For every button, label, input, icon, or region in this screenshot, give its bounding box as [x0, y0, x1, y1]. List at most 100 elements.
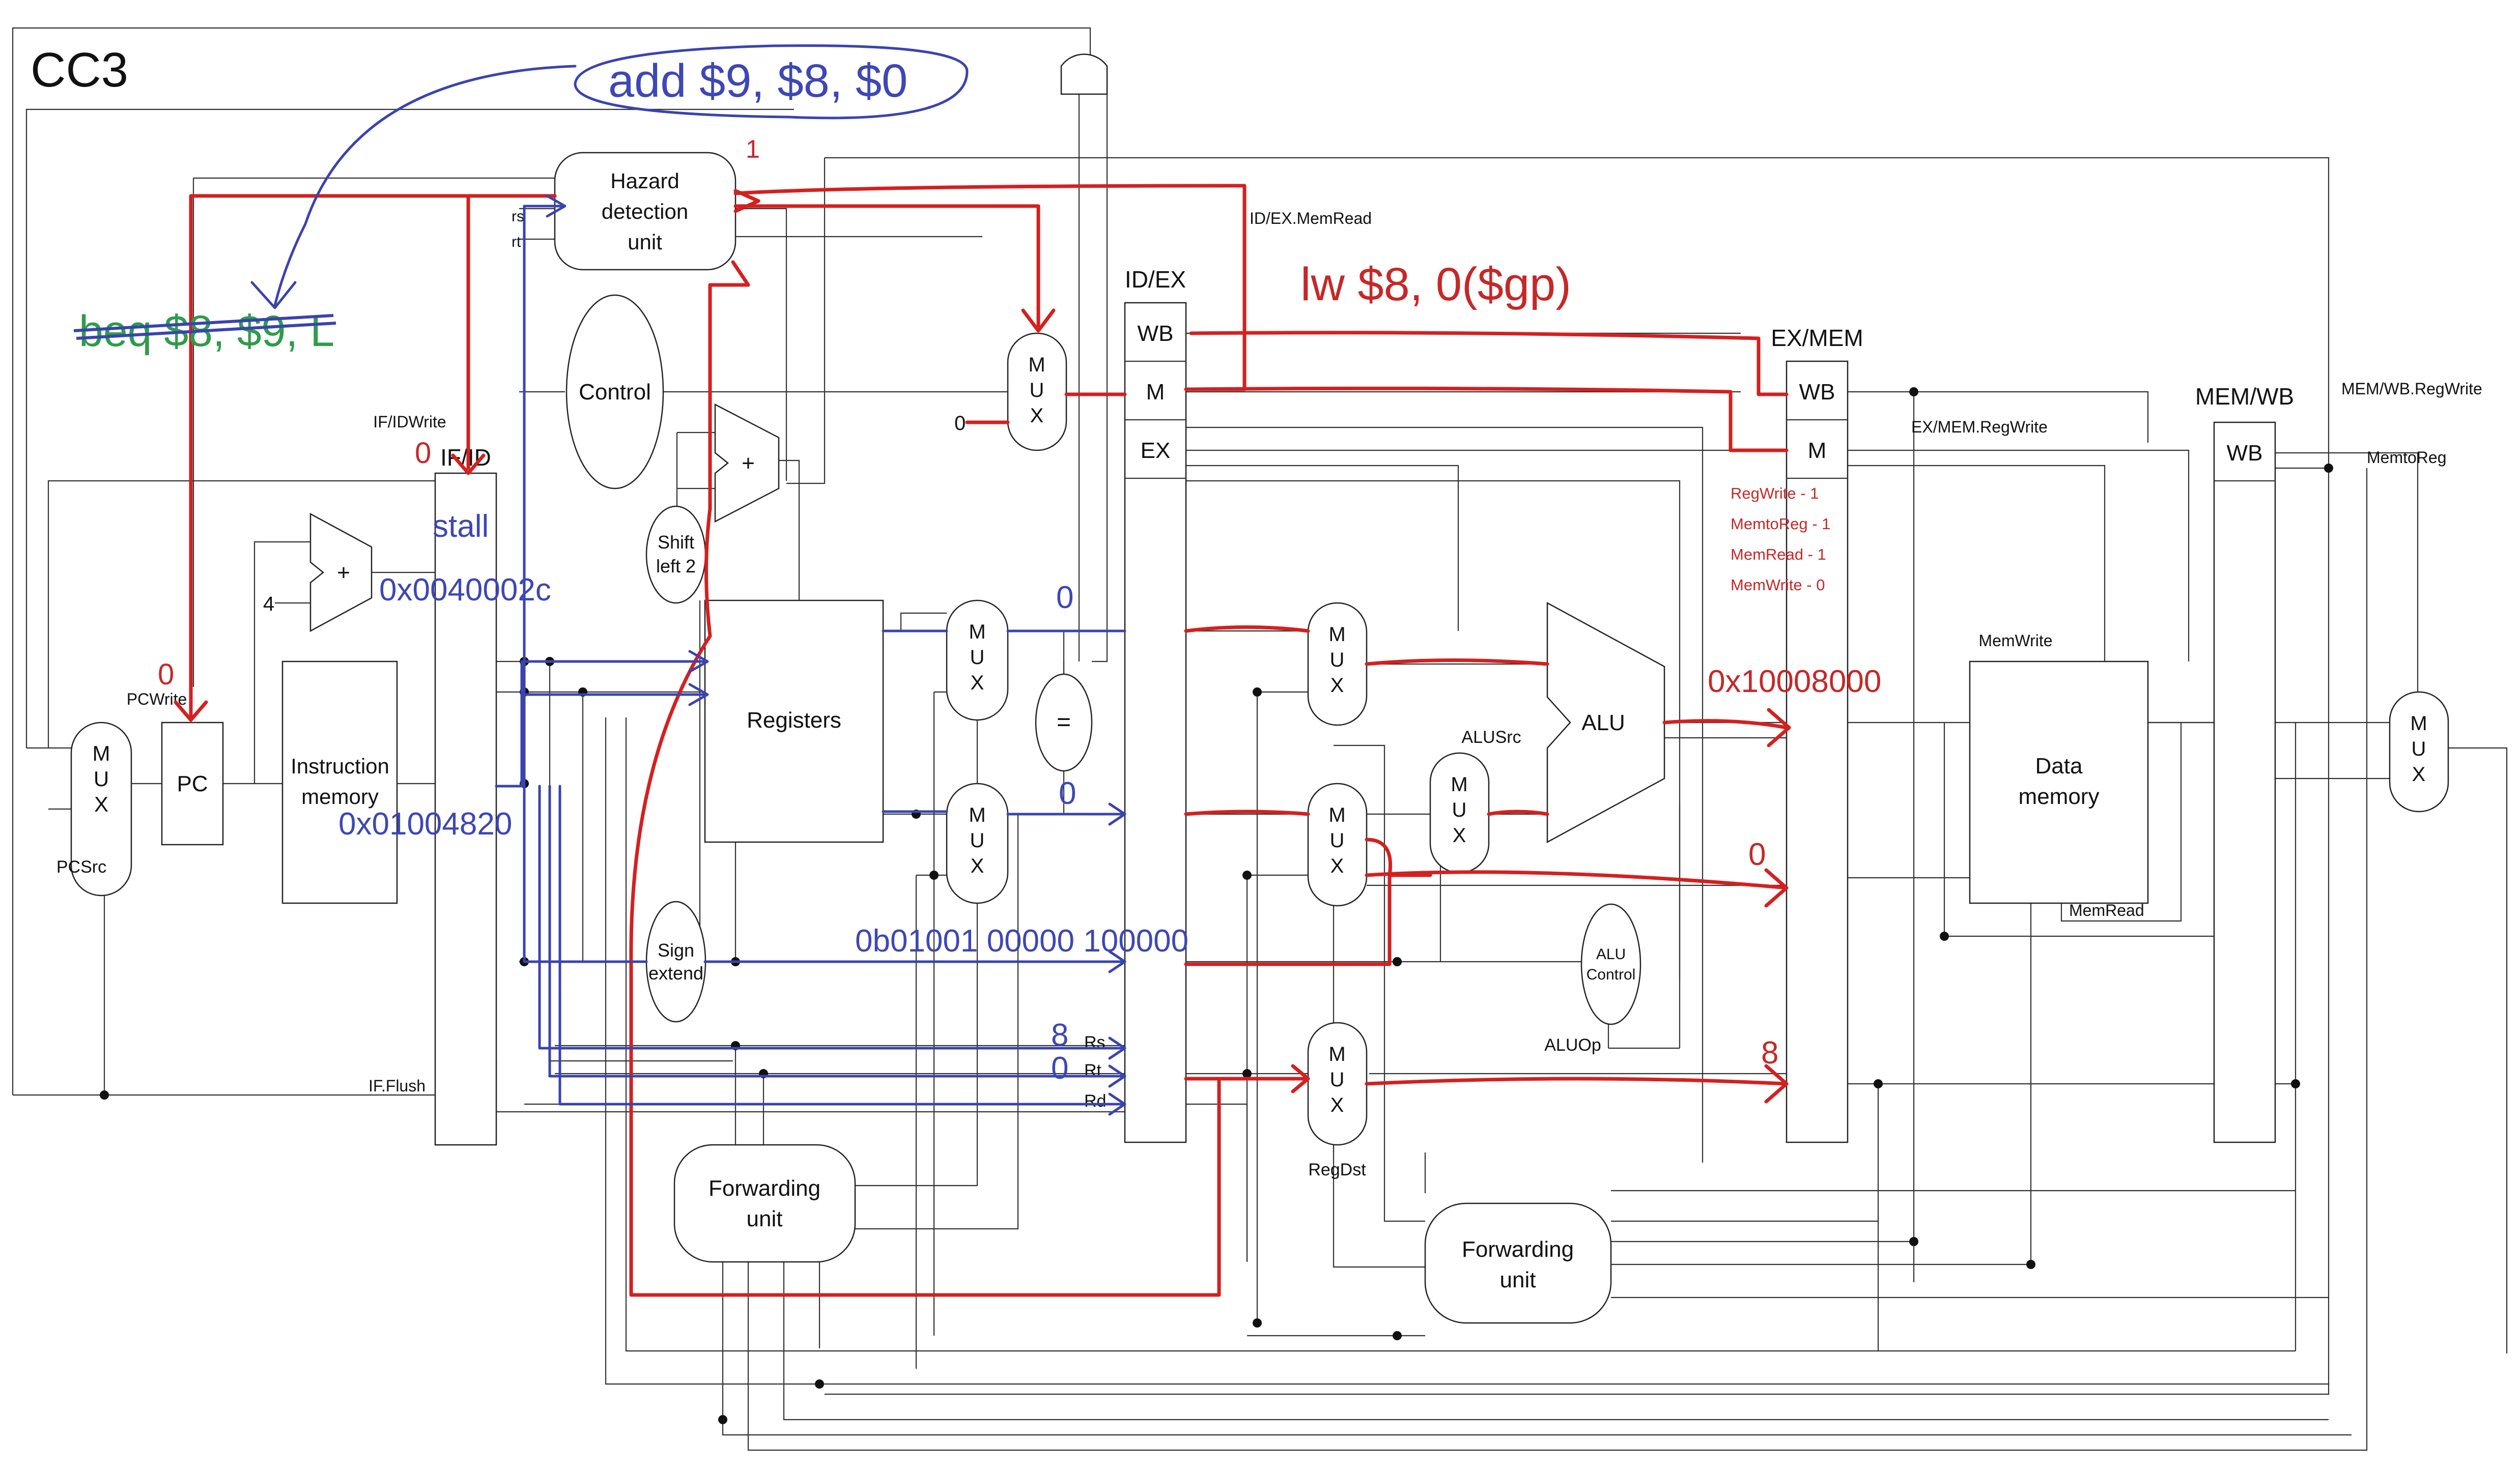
svg-text:8: 8	[1051, 1018, 1068, 1053]
svg-text:unit: unit	[628, 230, 662, 254]
svg-text:X: X	[94, 792, 108, 816]
svg-text:1: 1	[746, 135, 760, 163]
svg-text:0: 0	[1051, 1051, 1068, 1086]
svg-text:ALUSrc: ALUSrc	[1461, 728, 1521, 747]
svg-text:0: 0	[158, 658, 174, 691]
svg-text:left 2: left 2	[656, 556, 696, 577]
svg-text:U: U	[1330, 649, 1345, 671]
forwarding-unit-id: Forwarding unit	[674, 1145, 855, 1262]
svg-text:PC: PC	[177, 771, 208, 796]
svg-text:MemWrite: MemWrite	[1978, 631, 2052, 650]
svg-text:add $9, $8, $0: add $9, $8, $0	[608, 55, 908, 107]
svg-text:Hazard: Hazard	[610, 169, 679, 193]
svg-text:0: 0	[954, 412, 966, 435]
control-mux: M U X	[1008, 333, 1066, 450]
shift-left-2: Shift left 2	[646, 506, 705, 603]
svg-text:=: =	[1057, 709, 1071, 736]
svg-text:Registers: Registers	[747, 708, 841, 733]
svg-text:M: M	[1146, 380, 1165, 405]
svg-text:0: 0	[1056, 580, 1073, 615]
svg-text:MemRead - 1: MemRead - 1	[1731, 545, 1826, 563]
svg-text:M: M	[969, 804, 985, 826]
pipeline-register-mem-wb: MEM/WB WB	[2195, 383, 2294, 1142]
svg-text:M: M	[1328, 623, 1345, 646]
branch-adder: +	[715, 405, 779, 522]
svg-text:0x10008000: 0x10008000	[1708, 664, 1881, 699]
svg-text:WB: WB	[1799, 380, 1835, 405]
equality-comparator: =	[1036, 674, 1092, 771]
pc-adder: + 4	[263, 514, 372, 631]
svg-text:MemWrite - 0: MemWrite - 0	[1731, 576, 1825, 594]
register-file: Registers	[705, 600, 883, 842]
svg-text:M: M	[1808, 438, 1827, 463]
svg-text:ID/EX.MemRead: ID/EX.MemRead	[1250, 209, 1372, 227]
svg-text:U: U	[1452, 799, 1467, 821]
svg-text:Control: Control	[1587, 966, 1636, 983]
svg-text:Data: Data	[2035, 754, 2083, 779]
svg-text:M: M	[1451, 773, 1467, 796]
svg-text:MemtoReg - 1: MemtoReg - 1	[1731, 515, 1830, 533]
svg-text:Control: Control	[579, 380, 651, 405]
memtoreg-mux: M U X	[2390, 692, 2448, 812]
svg-text:detection: detection	[602, 199, 688, 223]
svg-text:U: U	[1030, 379, 1044, 401]
svg-text:+: +	[742, 451, 755, 476]
svg-text:PCSrc: PCSrc	[56, 857, 106, 877]
svg-text:0: 0	[1748, 837, 1766, 872]
svg-text:X: X	[971, 855, 984, 877]
program-counter: PC	[162, 723, 223, 845]
branch-and-gate	[1061, 54, 1107, 94]
svg-text:M: M	[1328, 804, 1345, 826]
svg-text:0x0040002c: 0x0040002c	[379, 572, 551, 608]
svg-text:MemRead: MemRead	[2069, 901, 2144, 919]
svg-text:Forwarding: Forwarding	[709, 1176, 820, 1201]
svg-text:memory: memory	[301, 785, 379, 809]
svg-text:X: X	[1453, 824, 1466, 847]
svg-text:unit: unit	[747, 1206, 783, 1231]
red-hazard-annotations	[191, 186, 1787, 1295]
svg-text:rs: rs	[512, 208, 524, 225]
id-mux-top: M U X	[947, 600, 1008, 720]
svg-text:MEM/WB: MEM/WB	[2195, 383, 2294, 410]
forwarding-unit-ex: Forwarding unit	[1425, 1203, 1611, 1323]
svg-text:M: M	[969, 621, 985, 643]
svg-text:WB: WB	[2227, 441, 2263, 466]
svg-text:IF.Flush: IF.Flush	[369, 1077, 426, 1095]
svg-text:RegWrite - 1: RegWrite - 1	[1731, 484, 1819, 502]
svg-text:IF/IDWrite: IF/IDWrite	[373, 413, 446, 431]
svg-text:0: 0	[415, 437, 431, 470]
svg-text:U: U	[970, 829, 985, 852]
svg-text:Forwarding: Forwarding	[1462, 1237, 1574, 1262]
svg-text:U: U	[970, 646, 985, 669]
control-unit: Control	[567, 295, 663, 488]
svg-text:M: M	[1028, 354, 1045, 376]
svg-text:memory: memory	[2019, 784, 2100, 809]
svg-text:U: U	[1330, 1069, 1345, 1091]
alu-control: ALU Control ALUOp	[1544, 904, 1640, 1055]
pipeline-register-if-id: IF/ID	[435, 444, 496, 1145]
svg-text:Sign: Sign	[658, 940, 694, 961]
data-memory: Data memory	[1970, 661, 2148, 903]
svg-text:M: M	[93, 741, 110, 765]
svg-text:X: X	[1330, 855, 1344, 877]
svg-text:X: X	[2412, 763, 2426, 786]
ex-mux-a: M U X	[1308, 603, 1367, 725]
id-mux-bottom: M U X	[947, 784, 1008, 903]
sign-extend: Sign extend	[646, 902, 705, 1022]
svg-text:8: 8	[1761, 1035, 1778, 1071]
svg-text:X: X	[1330, 1094, 1344, 1116]
svg-text:EX/MEM: EX/MEM	[1771, 325, 1863, 351]
ex-mux-b: M U X	[1308, 784, 1367, 906]
alu: ALU	[1547, 603, 1664, 842]
svg-text:RegDst: RegDst	[1308, 1160, 1366, 1179]
svg-text:4: 4	[263, 593, 274, 615]
alusrc-mux: M U X ALUSrc	[1430, 728, 1521, 873]
svg-text:M: M	[1328, 1043, 1345, 1065]
svg-text:WB: WB	[1138, 321, 1174, 346]
svg-text:ALU: ALU	[1581, 710, 1625, 735]
svg-text:Rd: Rd	[1084, 1091, 1106, 1111]
svg-text:EX: EX	[1141, 438, 1171, 463]
svg-text:+: +	[337, 560, 350, 585]
